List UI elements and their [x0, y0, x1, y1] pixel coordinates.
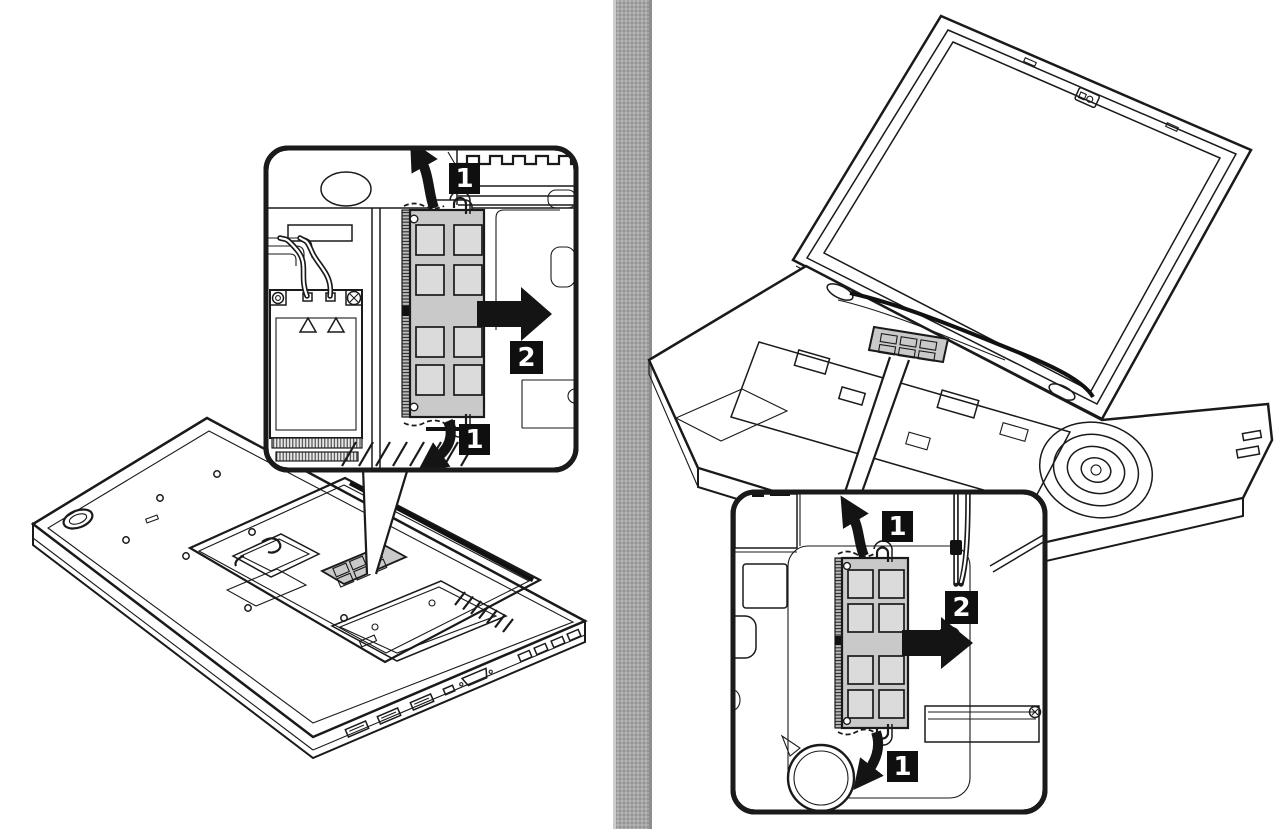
slot-edge-dashed	[837, 728, 875, 736]
component-block	[742, 563, 788, 609]
usb-port	[409, 693, 435, 711]
memory-module	[834, 540, 910, 746]
wireless-card	[269, 289, 363, 462]
antenna-cables	[950, 492, 1045, 587]
left-callout: 1 2 1	[263, 145, 579, 473]
card-edge-fingers	[271, 437, 363, 449]
step-badge-label: 1	[888, 512, 906, 542]
page-divider-bar	[613, 0, 652, 829]
screw-icon	[346, 290, 362, 306]
screw-holes	[122, 470, 348, 622]
cable-clip	[950, 540, 962, 555]
usb-port	[344, 720, 370, 738]
right-callout-content	[733, 492, 1045, 812]
vent-hatch	[454, 591, 514, 633]
slot-edge-dashed	[837, 550, 875, 558]
slot-edge-dashed	[403, 202, 445, 210]
right-callout: 1 2 1	[730, 489, 1048, 815]
touchpad-area	[674, 388, 789, 442]
speaker-rings	[1038, 421, 1154, 519]
left-callout-content	[268, 148, 576, 470]
latch-clip	[452, 196, 468, 214]
laptop-bottom-cover	[30, 416, 588, 739]
curved-arrow-down-icon	[417, 418, 456, 470]
latch-clip	[875, 546, 890, 562]
connector-notch	[835, 636, 843, 645]
step-badge-2: 2	[945, 591, 978, 624]
side-ports	[344, 628, 582, 738]
label-plate	[287, 224, 353, 242]
step-badge-label: 1	[893, 752, 911, 782]
screw-icon	[271, 291, 285, 305]
module-hole	[842, 716, 852, 726]
module-hole	[409, 402, 419, 412]
laptop-bottom-drawing	[30, 416, 588, 760]
vent-hole	[320, 171, 372, 207]
drive-bay	[330, 580, 508, 662]
module-hole	[409, 214, 419, 224]
step-badge-1-top: 1	[882, 511, 913, 542]
step-badge-label: 1	[455, 164, 473, 194]
webcam-icon	[1074, 87, 1101, 109]
left-panel-bottom-view: 1 2 1	[30, 145, 588, 760]
step-badge-1-bottom: 1	[459, 424, 490, 455]
plate-detail	[924, 705, 1040, 743]
step-badge-label: 1	[465, 425, 483, 455]
step-badge-2: 2	[510, 341, 543, 374]
msata-slot	[225, 568, 308, 607]
step-badge-label: 2	[517, 343, 535, 373]
memory-module	[401, 190, 486, 438]
curved-arrow-down-icon	[853, 730, 884, 791]
rubber-foot	[62, 508, 94, 530]
usb-port	[376, 707, 402, 725]
callout-leader-wedge	[843, 356, 911, 493]
callout-leader-wedge	[361, 467, 410, 575]
card-edge-fingers	[275, 451, 359, 462]
curved-arrow-up-icon	[840, 495, 869, 558]
triangle-mark	[298, 316, 318, 333]
mini-port	[442, 684, 456, 696]
connector-notch	[402, 306, 411, 316]
antenna-cables	[277, 235, 334, 299]
memory-module-small	[867, 325, 950, 364]
internal-components	[793, 348, 1029, 451]
curved-arrow-up-icon	[410, 148, 439, 210]
screw-icon	[1028, 705, 1042, 719]
vga-port	[459, 667, 493, 687]
step-badge-1-top: 1	[449, 163, 480, 194]
block-arrow-right-icon	[902, 617, 973, 669]
block-arrow-right-icon	[477, 287, 552, 341]
step-badge-1-bottom: 1	[887, 751, 918, 782]
memory-module-small-chips	[877, 332, 938, 362]
triangle-mark	[326, 316, 346, 333]
step-badge-label: 2	[952, 593, 970, 623]
module-plate	[787, 545, 971, 799]
right-panel-top-view: 1 2 1	[647, 14, 1274, 815]
antenna-cable-route	[849, 291, 1095, 399]
memory-compartment	[187, 476, 543, 664]
slot-edge-dashed	[403, 419, 445, 427]
module-hole	[842, 561, 852, 571]
